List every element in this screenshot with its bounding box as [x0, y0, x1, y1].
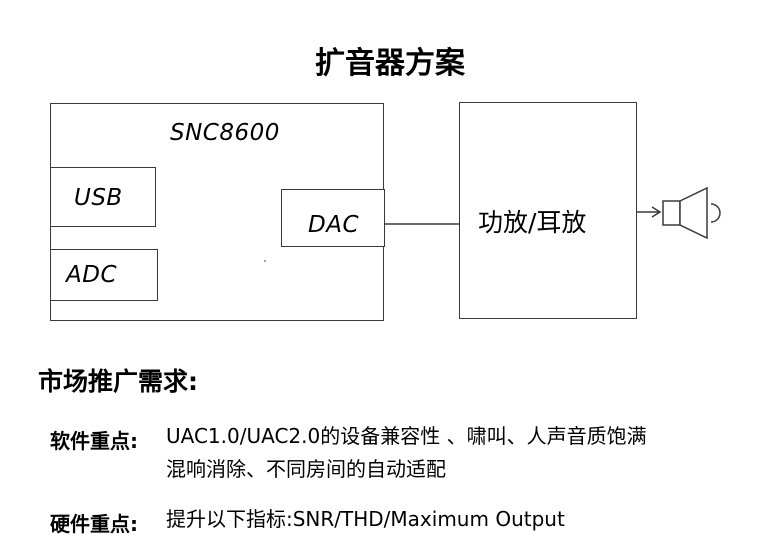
market-requirements-heading: 市场推广需求: — [38, 367, 198, 396]
usb-block — [50, 167, 156, 227]
dac-label: DAC — [308, 212, 360, 238]
adc-block — [50, 249, 158, 301]
speaker-icon — [662, 186, 721, 240]
hardware-focus-line-1: 提升以下指标:SNR/THD/Maximum Output — [166, 507, 565, 531]
software-focus-line-2: 混响消除、不同房间的自动适配 — [166, 457, 446, 481]
arrow-head — [651, 206, 662, 218]
usb-label: USB — [74, 185, 123, 211]
chip-label: SNC8600 — [170, 120, 280, 146]
dac-block — [281, 189, 385, 247]
software-focus-line-1: UAC1.0/UAC2.0的设备兼容性 、啸叫、人声音质饱满 — [166, 424, 647, 448]
software-focus-label: 软件重点: — [50, 429, 138, 453]
hardware-focus-label: 硬件重点: — [50, 512, 138, 536]
amplifier-block — [459, 102, 637, 319]
adc-label: ADC — [66, 262, 118, 288]
amplifier-label: 功放/耳放 — [478, 208, 587, 237]
stray-dot — [264, 260, 266, 262]
diagram-title: 扩音器方案 — [315, 46, 465, 81]
